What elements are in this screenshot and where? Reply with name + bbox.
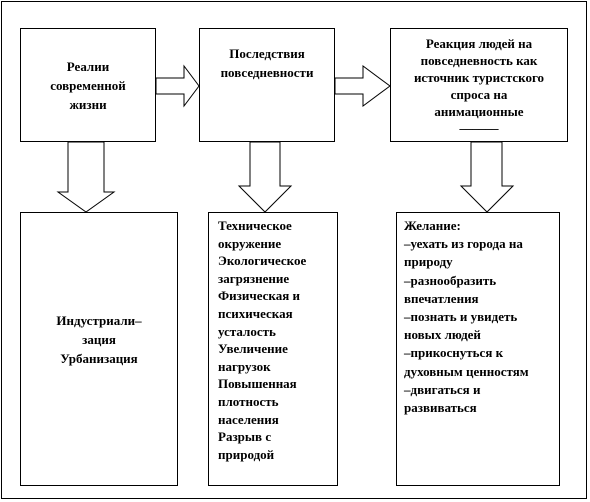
right-arrow-2 bbox=[334, 65, 391, 107]
list-item: развиваться bbox=[404, 400, 477, 416]
list-item: –двигаться и bbox=[404, 381, 481, 397]
list-item: впечатления bbox=[404, 290, 479, 306]
list-item: Повышенная bbox=[218, 376, 297, 392]
list-item: –прикоснуться к bbox=[404, 345, 504, 361]
list-item: Физическая и bbox=[218, 288, 300, 304]
list-item: новых людей bbox=[404, 327, 481, 343]
top-box-consequences: Последствия повседневности bbox=[199, 28, 335, 142]
bottom-box-consequences-list: Техническое окружение Экологическое загр… bbox=[208, 212, 338, 486]
list-item: духовным ценностям bbox=[404, 363, 529, 379]
down-arrow-1 bbox=[56, 141, 116, 213]
list-item: Техническое bbox=[218, 218, 292, 233]
bottom-box-1-line: Урбанизация bbox=[60, 351, 138, 366]
list-item: плотность bbox=[218, 393, 279, 409]
top-box-3-line: источник туристского bbox=[413, 70, 545, 85]
list-item: Разрыв с bbox=[218, 429, 272, 445]
list-item: природу bbox=[404, 254, 453, 270]
list-item: –уехать из города на bbox=[404, 236, 523, 252]
list-item: –познать и увидеть bbox=[404, 309, 518, 325]
top-box-reaction: Реакция людей на повседневность как исто… bbox=[390, 28, 568, 142]
list-item: Желание: bbox=[404, 218, 461, 233]
list-item: нагрузок bbox=[218, 358, 271, 374]
bottom-box-1-line: зация bbox=[82, 332, 116, 347]
list-item: Увеличение bbox=[218, 341, 288, 357]
list-item: психическая bbox=[218, 305, 293, 321]
top-box-modern-life: Реалии современной жизни bbox=[20, 28, 156, 142]
top-box-3-line: повседневность как bbox=[420, 53, 538, 68]
down-arrow-2 bbox=[237, 141, 293, 213]
list-item: окружение bbox=[218, 235, 282, 251]
down-arrow-3 bbox=[459, 141, 515, 213]
list-item: усталость bbox=[218, 323, 276, 339]
list-item: Экологическое bbox=[218, 253, 307, 269]
top-box-3-line: Реакция людей на bbox=[425, 36, 533, 51]
top-box-3-underscore: ______ bbox=[459, 116, 499, 131]
top-box-3-line: спроса на bbox=[450, 87, 508, 102]
list-item: природой bbox=[218, 446, 275, 462]
bottom-box-desires-list: Желание: –уехать из города на природу –р… bbox=[396, 212, 560, 486]
list-item: загрязнение bbox=[218, 270, 290, 286]
top-box-1-line: Реалии bbox=[66, 58, 110, 74]
top-box-2-line: Последствия bbox=[229, 46, 305, 61]
right-arrow-1 bbox=[155, 64, 200, 108]
top-box-1-line: жизни bbox=[69, 96, 107, 112]
top-box-2-line: повседневности bbox=[220, 65, 314, 80]
top-box-3-line: анимационные bbox=[434, 104, 524, 119]
bottom-box-1-line: Индустриали– bbox=[56, 313, 142, 328]
list-item: населения bbox=[218, 411, 279, 427]
bottom-box-industrialization: Индустриали– зация Урбанизация bbox=[20, 212, 178, 486]
list-item: –разнообразить bbox=[404, 272, 497, 288]
top-box-1-line: современной bbox=[50, 77, 126, 93]
